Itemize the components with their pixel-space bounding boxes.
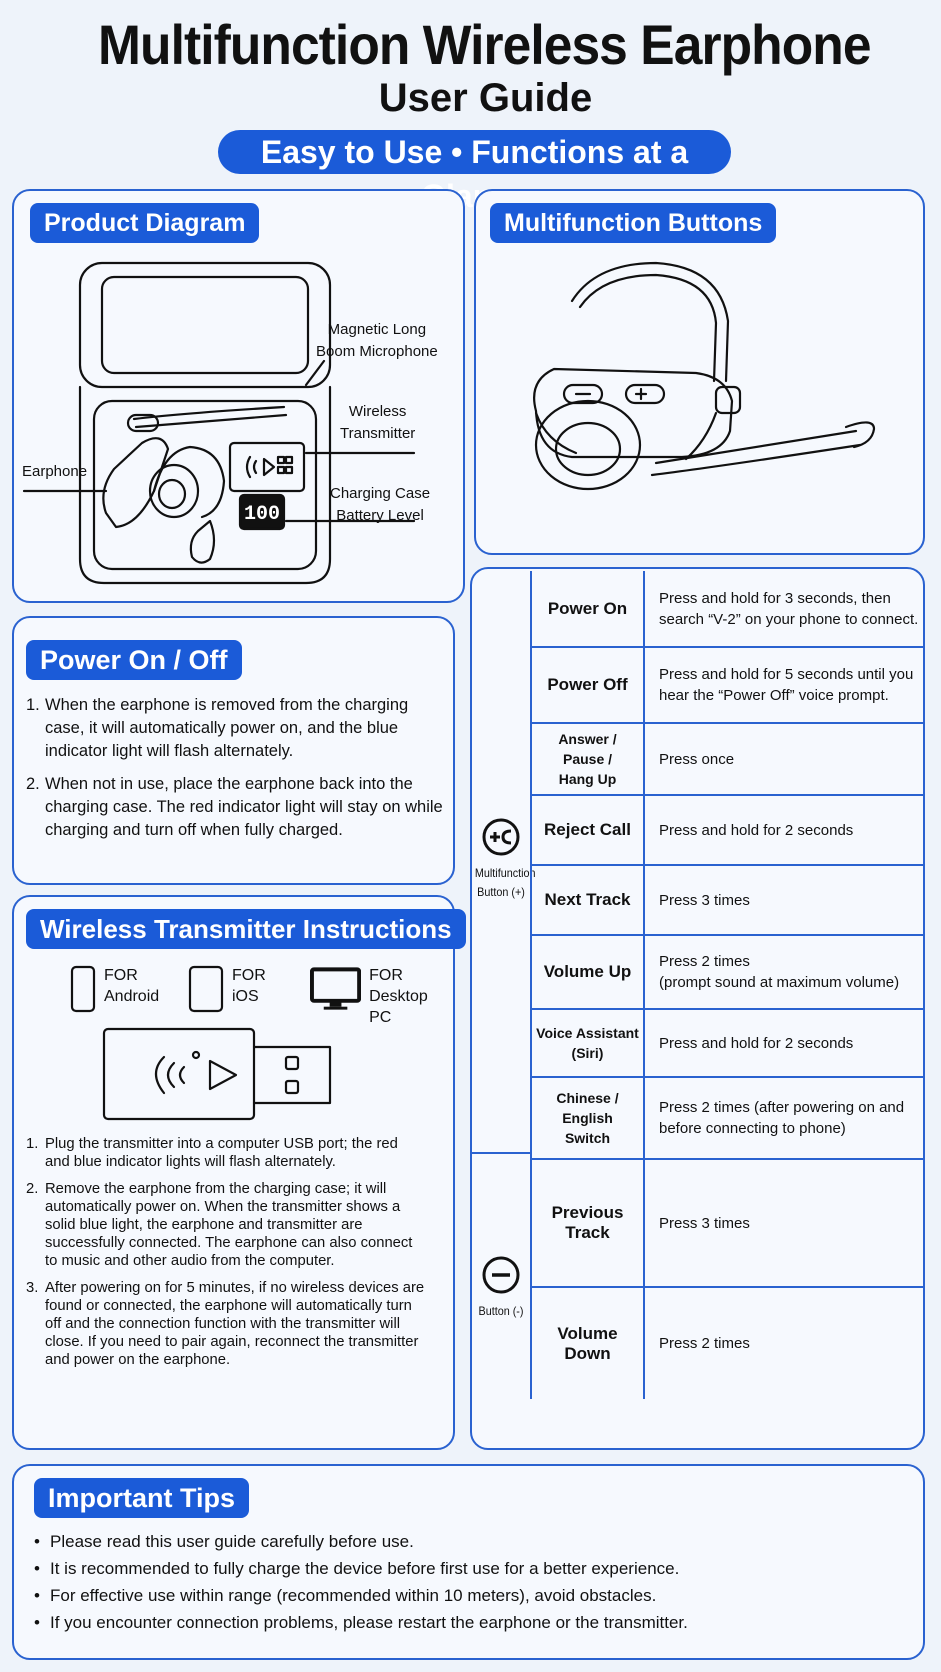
- plus-button-group: [472, 817, 530, 862]
- function-name: Next Track: [530, 865, 645, 936]
- power-panel: Power On / Off 1. When the earphone is re…: [12, 616, 455, 885]
- tips-list: Please read this user guide carefully be…: [34, 1528, 688, 1636]
- earphone-label: Earphone: [22, 463, 88, 480]
- minus-button-label: Button (-): [478, 1304, 524, 1318]
- wireless-heading: Wireless Transmitter Instructions: [26, 909, 466, 949]
- function-name: Volume Down: [530, 1287, 645, 1399]
- platform-desktop: FOR Desktop PC: [310, 965, 453, 1028]
- function-name: Previous Track: [530, 1159, 645, 1288]
- transmitter-label: Wireless Transmitter: [340, 403, 416, 442]
- step-number: 2.: [26, 775, 40, 793]
- step-text: When the earphone is removed from the ch…: [45, 696, 409, 760]
- platform-android: FOR Android: [70, 965, 159, 1013]
- function-action: Press and hold for 2 seconds: [644, 795, 925, 866]
- function-name: Chinese / English Switch: [530, 1077, 645, 1160]
- step-number: 1.: [26, 1136, 39, 1152]
- function-action: Press 2 times (prompt sound at maximum v…: [644, 935, 925, 1010]
- group-divider: [472, 1152, 530, 1154]
- monitor-icon: [310, 967, 362, 1010]
- tip-item: It is recommended to fully charge the de…: [34, 1555, 688, 1582]
- function-action: Press 2 times (after powering on and bef…: [644, 1077, 925, 1160]
- platform-label: FOR iOS: [232, 967, 266, 1005]
- power-steps: 1. When the earphone is removed from the …: [26, 694, 446, 842]
- step-number: 3.: [26, 1280, 39, 1296]
- banner: Easy to Use • Functions at a Glance: [218, 130, 731, 214]
- function-action: Press 2 times: [659, 1335, 750, 1352]
- step-number: 1.: [26, 696, 40, 714]
- battery-level-display: 100: [244, 503, 280, 526]
- headset-illustration: [533, 261, 876, 491]
- plus-button-label: Multifunction Button (+): [474, 866, 536, 899]
- charging-case-illustration: 100: [22, 261, 416, 585]
- multifunction-buttons-panel: Multifunction Buttons: [474, 189, 925, 555]
- step-item: 2. When not in use, place the earphone ba…: [26, 773, 446, 842]
- step-text: After powering on for 5 minutes, if no w…: [45, 1280, 425, 1368]
- minus-button-icon: [482, 1256, 520, 1294]
- page-title: Multifunction Wireless Earphone: [98, 13, 871, 76]
- tips-heading: Important Tips: [34, 1478, 250, 1518]
- function-row: Volume Down Press 2 times: [530, 1287, 925, 1399]
- function-name: Voice Assistant (Siri): [530, 1009, 645, 1078]
- step-item: 2. Remove the earphone from the charging …: [26, 1180, 426, 1270]
- platform-ios: FOR iOS: [188, 965, 266, 1013]
- function-action: Press and hold for 5 seconds until you h…: [644, 647, 925, 724]
- step-text: Plug the transmitter into a computer USB…: [45, 1136, 398, 1170]
- step-text: When not in use, place the earphone back…: [45, 775, 443, 839]
- function-name: Power On: [530, 571, 645, 648]
- product-diagram-panel: Product Diagram: [12, 189, 465, 603]
- tip-item: Please read this user guide carefully be…: [34, 1528, 688, 1555]
- function-action: Press and hold for 3 seconds, then searc…: [644, 571, 925, 648]
- tips-panel: Important Tips Please read this user gui…: [12, 1464, 925, 1660]
- power-heading: Power On / Off: [26, 640, 242, 680]
- step-text: Remove the earphone from the charging ca…: [45, 1181, 413, 1269]
- microphone-label: Magnetic Long Boom Microphone: [316, 321, 438, 360]
- product-diagram-heading: Product Diagram: [30, 203, 260, 243]
- step-number: 2.: [26, 1181, 39, 1197]
- function-action: Press and hold for 2 seconds: [644, 1009, 925, 1078]
- usb-transmitter-illustration: [102, 1027, 332, 1121]
- step-item: 1. Plug the transmitter into a computer U…: [26, 1135, 426, 1171]
- phone-icon: [188, 965, 224, 1013]
- function-row: Voice Assistant (Siri)Press and hold for…: [530, 1009, 925, 1078]
- function-action: Press once: [644, 723, 925, 796]
- function-name: Reject Call: [530, 795, 645, 866]
- page-subtitle: User Guide: [378, 76, 593, 120]
- tip-item: For effective use within range (recommen…: [34, 1582, 688, 1609]
- step-item: 3. After powering on for 5 minutes, if no…: [26, 1279, 426, 1369]
- function-action: Press 3 times: [644, 1159, 925, 1288]
- minus-button-group: [472, 1255, 530, 1300]
- wireless-steps: 1. Plug the transmitter into a computer U…: [26, 1135, 426, 1369]
- function-table-panel: Multifunction Button (+) Button (-) Powe…: [470, 567, 925, 1450]
- function-name: Answer / Pause / Hang Up: [530, 723, 645, 796]
- plus-button-icon: [482, 818, 520, 856]
- function-action: Press 3 times: [644, 865, 925, 936]
- multifunction-buttons-heading: Multifunction Buttons: [490, 203, 777, 243]
- battery-label: Charging Case Battery Level: [330, 485, 431, 524]
- step-item: 1. When the earphone is removed from the …: [26, 694, 446, 763]
- phone-icon: [70, 965, 96, 1013]
- wireless-panel: Wireless Transmitter Instructions FOR An…: [12, 895, 466, 1450]
- function-name: Power Off: [530, 647, 645, 724]
- platform-label: FOR Desktop PC: [369, 967, 428, 1026]
- tip-item: If you encounter connection problems, pl…: [34, 1609, 688, 1636]
- function-name: Volume Up: [530, 935, 645, 1010]
- platform-label: FOR Android: [104, 967, 160, 1005]
